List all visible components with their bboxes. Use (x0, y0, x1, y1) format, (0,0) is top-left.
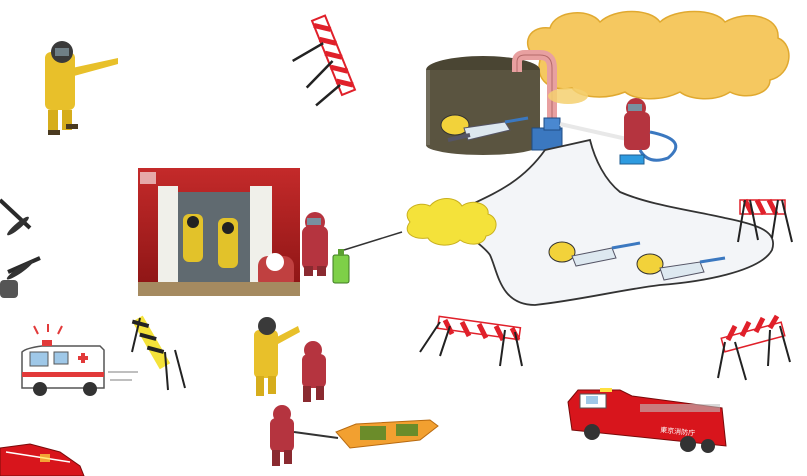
barricade-icon (419, 315, 523, 367)
storage-tank-icon (426, 56, 540, 155)
pipe-icon (512, 50, 588, 128)
barricade-icon (737, 198, 793, 243)
gas-suit-responder-icon (302, 341, 326, 402)
gas-detector-icon (332, 231, 403, 284)
gas-suit-responder-icon (270, 405, 294, 466)
spill-area (453, 138, 775, 306)
fire-engine-label: 東京消防庁 (660, 425, 696, 438)
fallen-victim-icon (440, 114, 529, 142)
toxic-cloud-icon (526, 10, 790, 100)
barricade-icon (717, 314, 791, 381)
fire-engine-icon (0, 443, 85, 476)
gas-suit-responder-icon (302, 212, 328, 276)
stretcher-icon (293, 419, 439, 449)
drone-icon (0, 198, 41, 298)
gas-suit-responder-icon (619, 98, 678, 165)
hazmat-responder-icon (254, 317, 300, 396)
fire-engine-icon: 東京消防庁 (567, 388, 727, 453)
caution-barrier-icon (131, 315, 186, 391)
fallen-victim-icon (636, 253, 726, 281)
decontamination-tent-photo (138, 168, 300, 296)
barricade-icon (292, 14, 357, 107)
fallen-victim-icon (548, 241, 641, 267)
toxic-cloud-icon (406, 198, 497, 246)
hazmat-responder-icon (45, 41, 118, 135)
ambulance-icon (21, 324, 138, 396)
